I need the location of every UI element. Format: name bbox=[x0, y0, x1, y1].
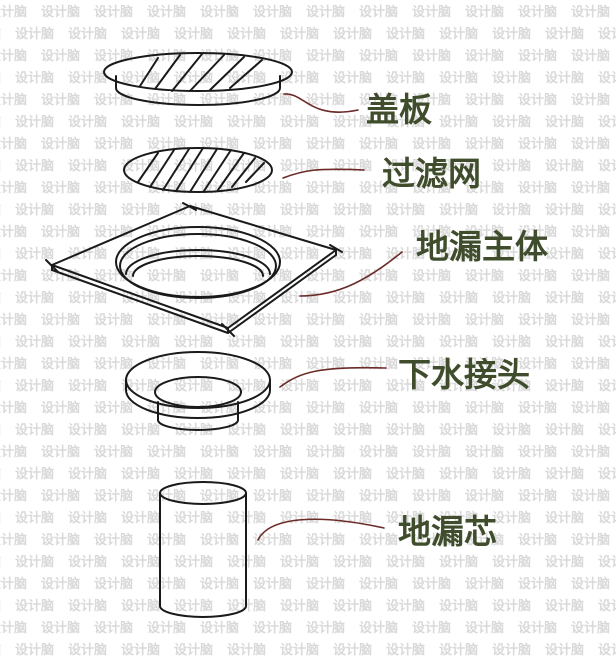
label-cover: 盖板 bbox=[366, 90, 432, 129]
filter-mesh-shape bbox=[123, 147, 273, 193]
label-drain-core: 地漏芯 bbox=[398, 512, 497, 551]
outlet-connector-shape bbox=[125, 351, 271, 431]
label-filter-mesh: 过滤网 bbox=[382, 154, 481, 193]
drain-core-shape bbox=[159, 481, 247, 618]
cover-plate-shape bbox=[103, 52, 293, 106]
leader-line-cover bbox=[283, 93, 359, 113]
label-outlet-connector: 下水接头 bbox=[398, 355, 530, 394]
leader-line-filter-mesh bbox=[282, 168, 365, 179]
leader-line-drain-body bbox=[299, 251, 403, 297]
label-drain-body: 地漏主体 bbox=[416, 227, 548, 266]
drain-body-shape bbox=[45, 202, 343, 337]
leader-line-outlet-connector bbox=[279, 366, 387, 388]
leader-line-drain-core bbox=[257, 518, 385, 541]
